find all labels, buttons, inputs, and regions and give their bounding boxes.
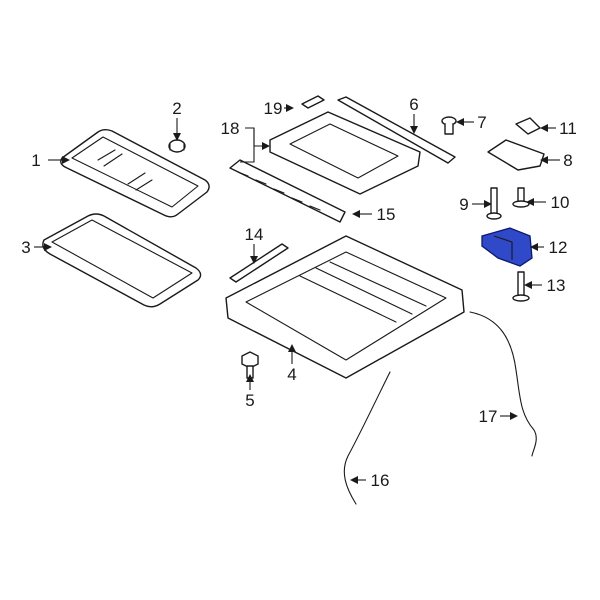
part-1-glass-panel[interactable] — [60, 129, 210, 218]
callout-3: 3 — [21, 238, 30, 257]
callout-8: 8 — [563, 151, 572, 170]
callout-14: 14 — [245, 225, 264, 244]
part-12-motor-highlighted[interactable] — [481, 227, 533, 267]
part-14-guide-strip[interactable] — [229, 243, 289, 283]
callout-labels: 1 2 3 4 5 6 7 8 9 10 11 12 13 14 15 16 1… — [21, 95, 577, 490]
callout-15: 15 — [377, 205, 396, 224]
part-18-sunshade[interactable] — [269, 111, 421, 195]
part-10-stud[interactable] — [512, 187, 530, 208]
part-13-stud[interactable] — [512, 271, 530, 302]
callout-5: 5 — [245, 391, 254, 410]
part-17-drain-hose — [469, 311, 537, 457]
callout-9: 9 — [459, 195, 468, 214]
leader-lines — [34, 104, 560, 484]
callout-11: 11 — [559, 119, 577, 138]
part-7-bolt[interactable] — [441, 116, 457, 135]
callout-19: 19 — [264, 99, 283, 118]
part-15-wind-deflector[interactable] — [229, 159, 346, 223]
part-3-seal[interactable] — [42, 213, 202, 308]
callout-16: 16 — [371, 471, 390, 490]
part-6-rear-rail[interactable] — [337, 96, 456, 164]
callout-12: 12 — [549, 238, 568, 257]
callout-13: 13 — [547, 276, 566, 295]
callout-7: 7 — [477, 113, 486, 132]
callout-2: 2 — [172, 99, 181, 118]
part-2-nut[interactable] — [168, 139, 186, 153]
callout-17: 17 — [479, 407, 498, 426]
callout-1: 1 — [31, 151, 40, 170]
callout-10: 10 — [551, 193, 570, 212]
callout-4: 4 — [287, 365, 296, 384]
part-9-stud[interactable] — [486, 187, 502, 220]
part-11-bracket[interactable] — [515, 117, 541, 135]
part-19-clip[interactable] — [301, 95, 325, 109]
part-16-drain-hose — [343, 371, 391, 505]
part-8-bracket[interactable] — [487, 139, 545, 171]
part-4-frame[interactable] — [225, 235, 465, 379]
callout-18: 18 — [221, 119, 240, 138]
callout-6: 6 — [409, 95, 418, 114]
